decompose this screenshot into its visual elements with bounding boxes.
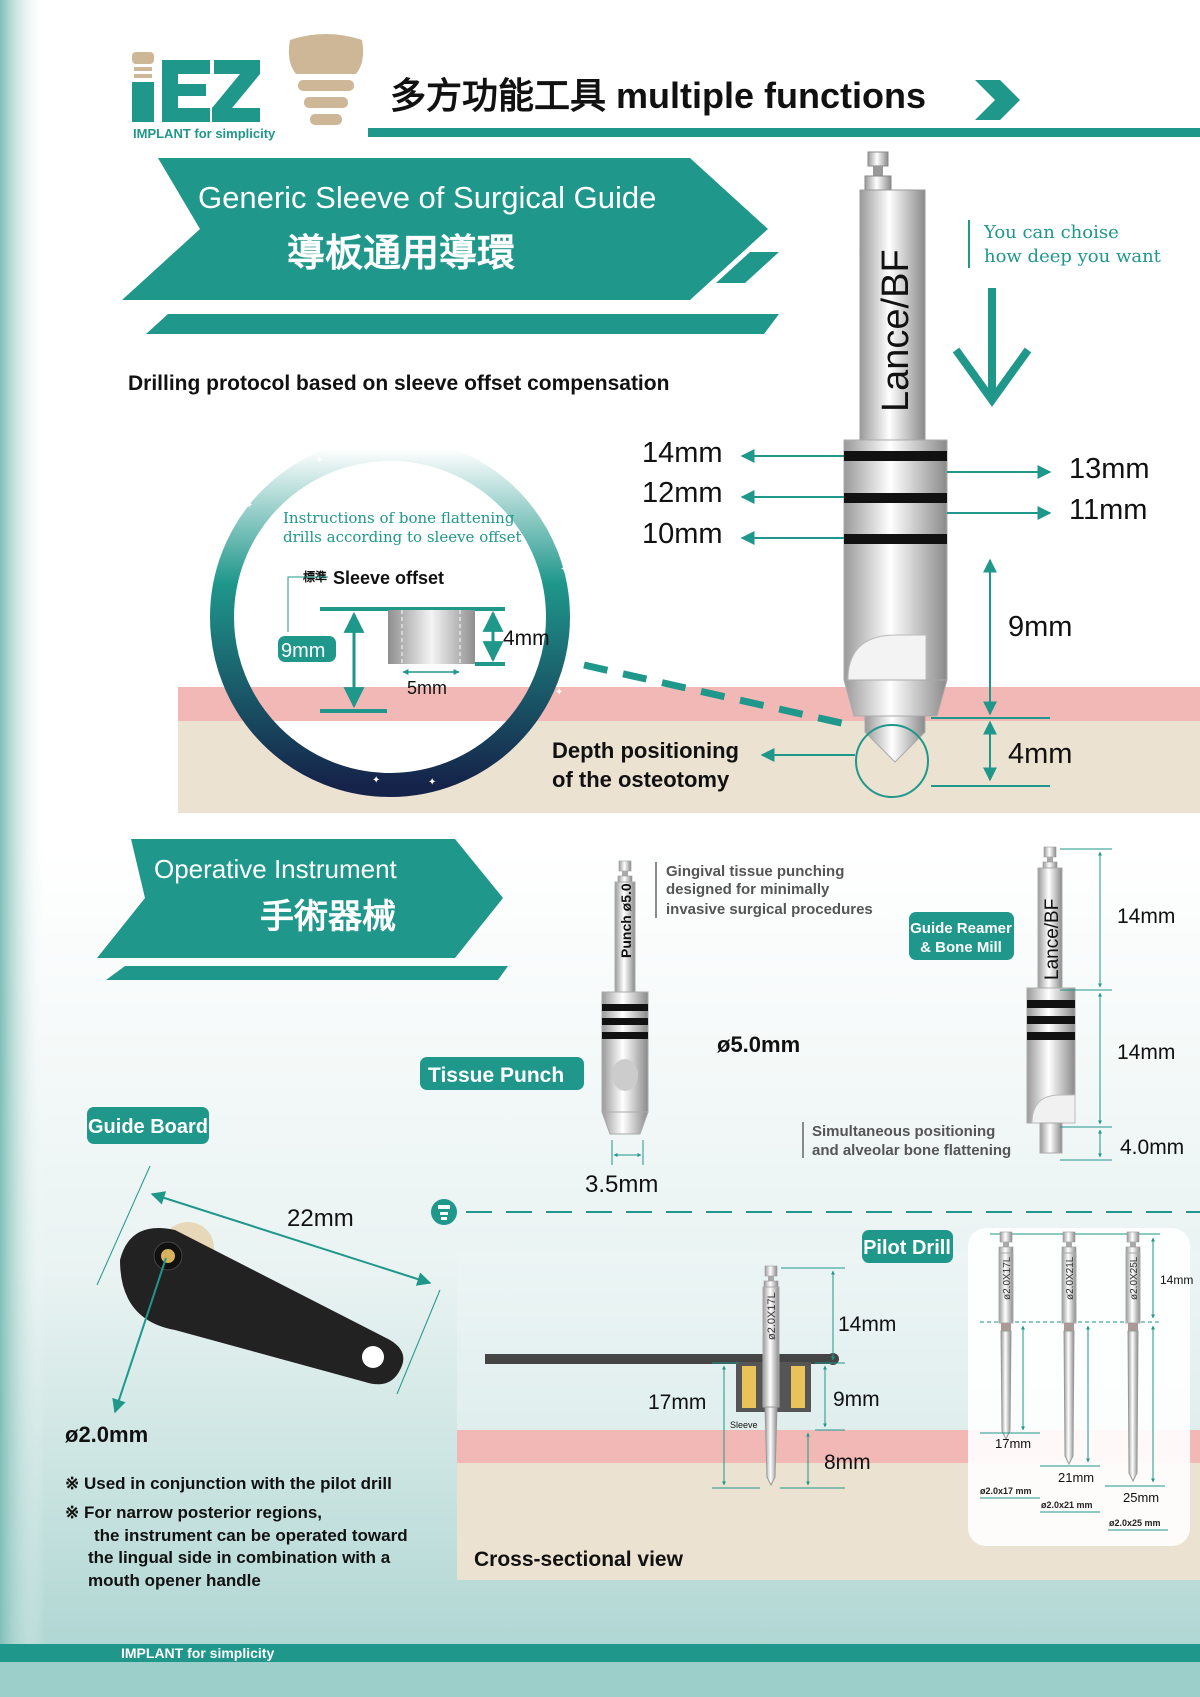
footer-bar: [0, 1644, 1200, 1662]
svg-text:✦: ✦: [555, 687, 563, 698]
cross-section-label: Cross-sectional view: [474, 1548, 684, 1571]
dim-4mm: 4mm: [1008, 738, 1072, 770]
sleeve-illustration: [388, 610, 475, 664]
section1-banner: Generic Sleeve of Surgical Guide 導板通用導環: [122, 158, 779, 334]
tissue-punch-instrument: Punch ø5.0: [601, 860, 649, 1135]
depth-label-11: 11mm: [1069, 494, 1147, 526]
section1-subtitle: Drilling protocol based on sleeve offset…: [128, 372, 669, 395]
punch-desc-line2: designed for minimally: [666, 881, 830, 898]
dim-9mm: 9mm: [1008, 611, 1072, 643]
depth-positioning-line2: of the osteotomy: [552, 767, 730, 792]
cross-dim-total: 17mm: [648, 1391, 706, 1414]
note-line1: ※ Used in conjunction with the pilot dri…: [65, 1474, 392, 1493]
sleeve-offset-label: Sleeve offset: [333, 568, 444, 588]
circle-title-line2: drills according to sleeve offset: [283, 528, 522, 546]
guide-reamer-instrument: Lance/BF: [1026, 846, 1076, 1154]
cross-section-illustration: ø2.0X17L Sleeve: [485, 1265, 839, 1487]
guide-board-length: 22mm: [287, 1205, 354, 1232]
svg-text:ø2.0X21L: ø2.0X21L: [1065, 1256, 1076, 1300]
page-title: 多方功能工具 multiple functions: [390, 75, 926, 116]
cross-section-drill-label: ø2.0X17L: [766, 1292, 778, 1340]
punch-desc-line1: Gingival tissue punching: [666, 863, 844, 880]
svg-text:ø2.0X25L: ø2.0X25L: [1129, 1256, 1140, 1300]
reamer-desc-line1: Simultaneous positioning: [812, 1123, 995, 1140]
tooth-implant-icon: [288, 34, 364, 125]
left-edge-stripe: [0, 0, 45, 1697]
reamer-label: Lance/BF: [1042, 899, 1063, 980]
guide-board-hole: ø2.0mm: [65, 1422, 148, 1447]
pilot-drill-17: ø2.0X17L: [998, 1231, 1014, 1441]
offset-9mm-badge: 9mm: [281, 640, 325, 662]
punch-label: Punch ø5.0: [618, 883, 634, 958]
iez-logo: IMPLANT for simplicity: [132, 52, 276, 141]
header-underline: [368, 128, 1200, 137]
svg-text:✦: ✦: [245, 500, 253, 511]
guide-reamer-badge-line2: & Bone Mill: [920, 939, 1002, 956]
depth-label-12: 12mm: [642, 477, 723, 509]
depth-label-14: 14mm: [642, 437, 723, 469]
pilot-length-17: 17mm: [995, 1436, 1031, 1451]
banner-title-zh: 導板通用導環: [287, 233, 515, 275]
punch-desc-line3: invasive surgical procedures: [666, 901, 873, 918]
lance-drill-label: Lance/BF: [875, 249, 917, 412]
reamer-dim-top: 14mm: [1117, 905, 1175, 928]
svg-text:✦: ✦: [560, 564, 568, 575]
pilot-shank-length: 14mm: [1160, 1273, 1193, 1287]
punch-diameter: ø5.0mm: [717, 1032, 800, 1057]
pilot-drill-badge-label: Pilot Drill: [863, 1237, 951, 1259]
reamer-dim-tip: 4.0mm: [1120, 1136, 1184, 1159]
depth-arrows: [740, 449, 1052, 787]
logo-tagline: IMPLANT for simplicity: [133, 126, 276, 141]
zoom-connector-line: [583, 661, 851, 729]
chevron-right-icon: [975, 80, 1020, 120]
guide-reamer-badge-line1: Guide Reamer: [910, 920, 1012, 937]
guide-reamer-badge: [909, 912, 1014, 960]
pilot-spec-21: ø2.0x21 mm: [1041, 1500, 1093, 1510]
note-line5: mouth opener handle: [88, 1571, 261, 1590]
banner-title-en: Generic Sleeve of Surgical Guide: [198, 180, 656, 215]
pilot-drill-badge: [862, 1230, 953, 1263]
pilot-spec-25: ø2.0x25 mm: [1109, 1518, 1161, 1528]
down-arrow-icon: [952, 288, 1032, 407]
reamer-dim-mid: 14mm: [1117, 1041, 1175, 1064]
depth-positioning-line1: Depth positioning: [552, 738, 739, 763]
punch-tip-3-5mm: 3.5mm: [585, 1171, 658, 1198]
section2-title-zh: 手術器械: [260, 898, 396, 936]
note-line4: the lingual side in combination with a: [88, 1548, 391, 1567]
pilot-drill-25: ø2.0X25L: [1125, 1231, 1141, 1483]
depth-label-10: 10mm: [642, 518, 723, 550]
section2-title-en: Operative Instrument: [154, 854, 398, 884]
sleeve-label: Sleeve: [730, 1420, 758, 1430]
svg-text:✦: ✦: [315, 455, 323, 466]
tissue-punch-badge: [420, 1057, 584, 1090]
footer-tagline: IMPLANT for simplicity: [121, 1645, 274, 1661]
tip-highlight-circle: [855, 724, 929, 798]
sleeve-height-4mm: 4mm: [503, 627, 550, 650]
guide-board-illustration: [96, 1165, 441, 1414]
sleeve-width-5mm: 5mm: [407, 678, 447, 698]
note-line2: ※ For narrow posterior regions,: [65, 1503, 322, 1522]
depth-note-line2: how deep you want: [984, 246, 1162, 267]
guide-board-badge-label: Guide Board: [88, 1116, 208, 1138]
svg-text:✦: ✦: [500, 462, 508, 473]
tissue-punch-badge-label: Tissue Punch: [428, 1064, 564, 1087]
svg-text:✦: ✦: [372, 775, 380, 786]
cross-dim-sleeve: 9mm: [833, 1388, 880, 1411]
svg-text:✦: ✦: [428, 777, 436, 788]
depth-note-line1: You can choise: [983, 222, 1119, 243]
cross-dim-top: 14mm: [838, 1313, 896, 1336]
note-line3: the instrument can be operated toward: [94, 1526, 408, 1545]
pilot-drill-set-panel: ø2.0X17L ø2.0X21L ø2.0X25L: [968, 1228, 1193, 1546]
depth-label-13: 13mm: [1069, 453, 1150, 485]
reamer-desc-line2: and alveolar bone flattening: [812, 1142, 1011, 1159]
pilot-drill-21: ø2.0X21L: [1061, 1231, 1077, 1466]
guide-board-badge: [87, 1107, 209, 1144]
circle-title-line1: Instructions of bone flattening: [283, 509, 515, 527]
cross-dim-below: 8mm: [824, 1451, 871, 1474]
pilot-spec-17: ø2.0x17 mm: [980, 1486, 1032, 1496]
pilot-length-21: 21mm: [1058, 1470, 1094, 1485]
section2-banner: Operative Instrument 手術器械: [97, 839, 508, 980]
pilot-length-25: 25mm: [1123, 1490, 1159, 1505]
svg-text:ø2.0X17L: ø2.0X17L: [1002, 1256, 1013, 1300]
